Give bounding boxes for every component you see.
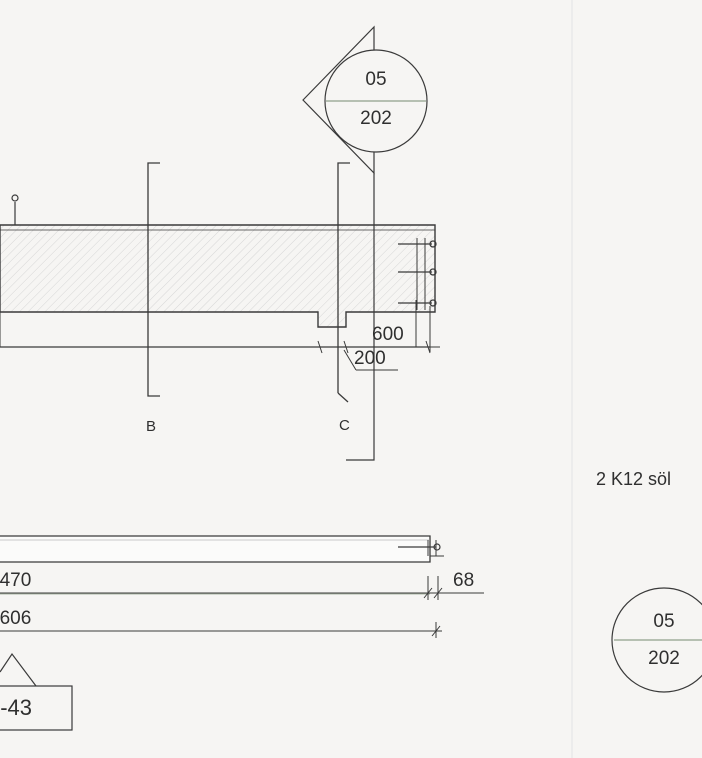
detail-right-sheet: 202 <box>648 648 680 669</box>
beam-plan-body <box>0 535 431 563</box>
dimension-6606 <box>0 622 442 638</box>
element-tag-label: 9-43 <box>0 695 33 720</box>
section-label-c: C <box>339 417 350 434</box>
detail-top-sheet: 202 <box>360 108 392 129</box>
section-label-b: B <box>146 418 157 435</box>
dimension-6470 <box>0 576 484 600</box>
dimension-6606-label: 6606 <box>0 608 32 629</box>
dimension-600-200 <box>310 300 440 371</box>
detail-right-number: 05 <box>653 611 675 632</box>
element-tag <box>0 652 73 731</box>
dimension-200-label: 200 <box>354 348 386 369</box>
detail-callout-right <box>611 587 702 693</box>
dimension-6470-label: 6470 <box>0 570 32 591</box>
end-rebars <box>398 238 437 310</box>
section-cut-b <box>147 162 160 397</box>
dimension-600-label: 600 <box>372 324 404 345</box>
beam-plan <box>0 535 444 563</box>
detail-top-number: 05 <box>365 69 387 90</box>
rebar-note: 2 K12 söl <box>596 469 672 489</box>
beam-elevation <box>0 194 437 348</box>
beam-body <box>0 224 436 328</box>
detail-callout-top <box>302 25 428 461</box>
section-cut-c <box>337 162 350 403</box>
dimension-68-label: 68 <box>453 570 475 591</box>
